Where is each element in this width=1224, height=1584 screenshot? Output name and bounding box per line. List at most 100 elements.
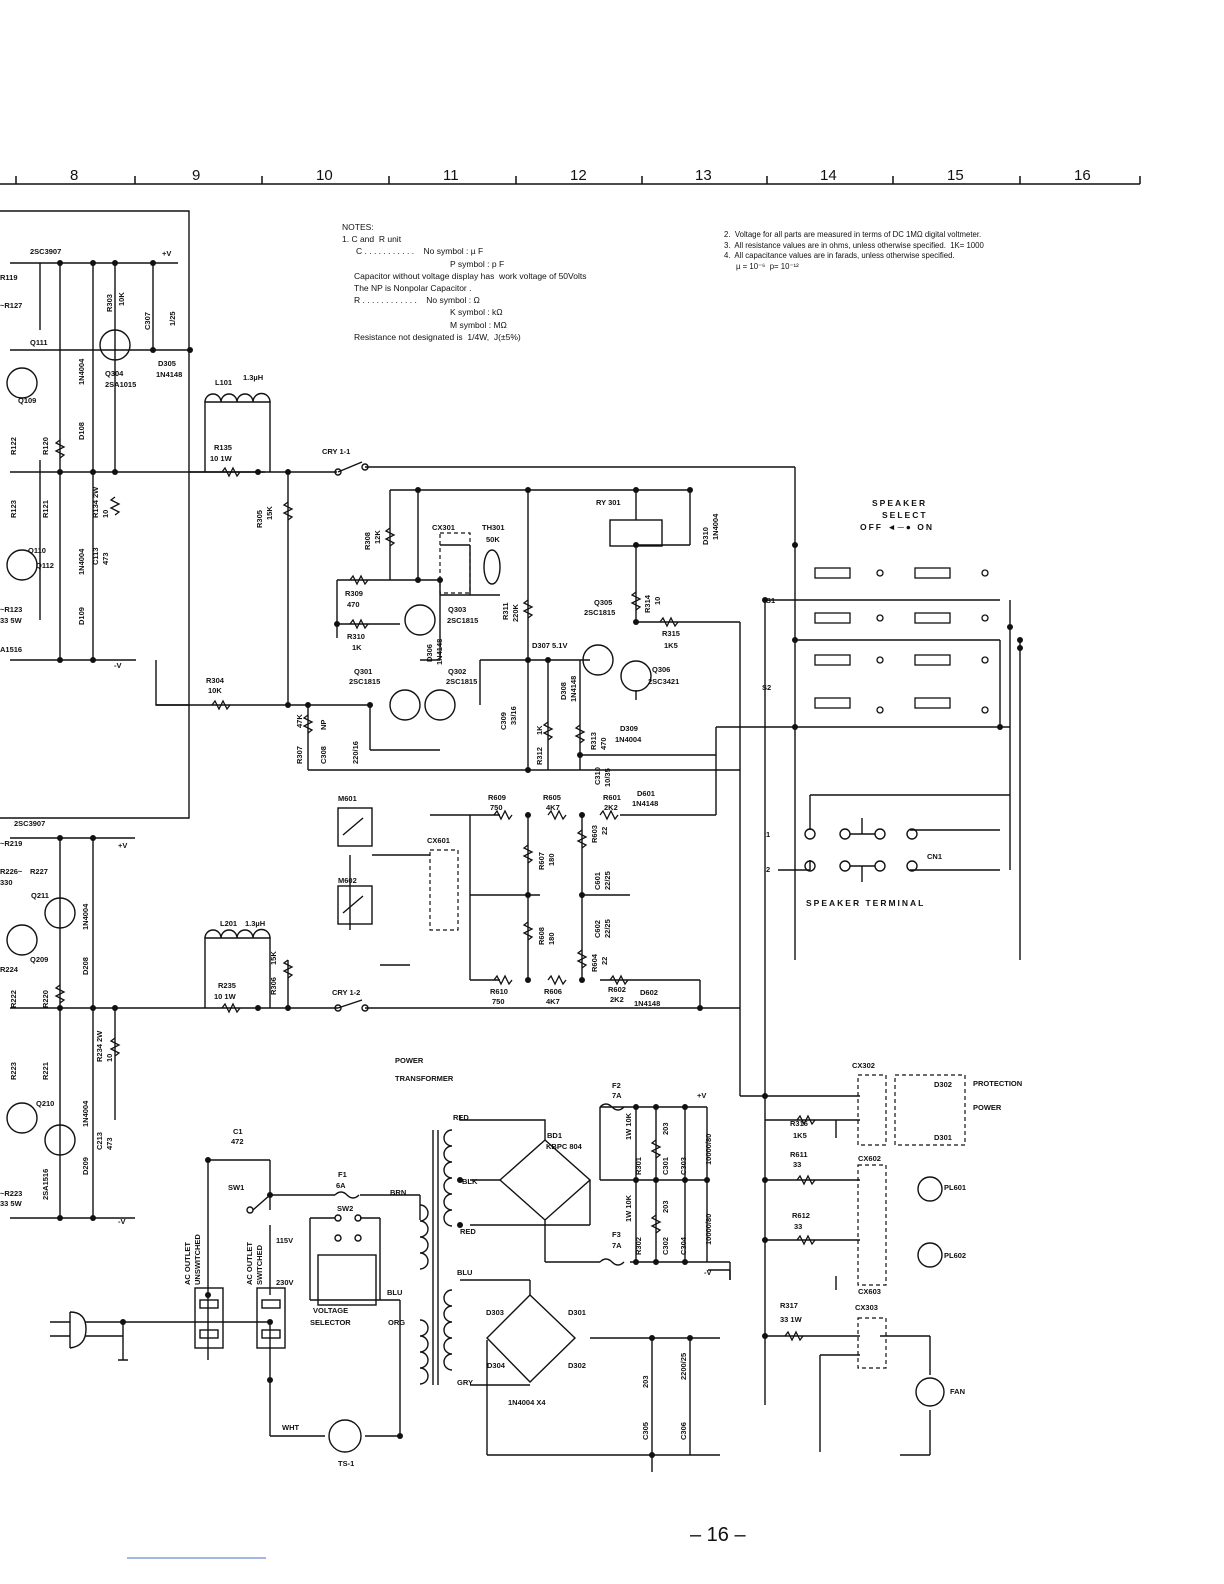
label-pl602: PL602 [944, 1251, 966, 1260]
label-c601: C601 [593, 872, 602, 890]
label-r123: ~R123 [0, 605, 22, 614]
label-ac-unsw2: UNSWITCHED [193, 1234, 202, 1285]
power-transformer [419, 1129, 453, 1385]
label-c1: C1 [233, 1127, 243, 1136]
ac-outlets [50, 1254, 377, 1453]
label-d308v: 1N4148 [569, 676, 578, 702]
label-r604: R604 [590, 953, 599, 972]
label-r234: R234 2W [95, 1030, 104, 1062]
label-d301: D301 [568, 1308, 586, 1317]
label-r220: R220 [41, 990, 50, 1008]
label-vplus: +V [162, 249, 171, 258]
switches [246, 461, 625, 1266]
label-c306v: 2200/25 [679, 1353, 688, 1380]
label-r122: R122 [9, 437, 18, 455]
label-c305: C305 [641, 1422, 650, 1440]
column-number: 14 [820, 167, 837, 184]
label-d310v: 1N4004 [711, 513, 720, 540]
label-d601v: 1N4148 [632, 799, 658, 808]
note-line: R . . . . . . . . . . . . No symbol : Ω [354, 295, 480, 306]
label-r311v: 220K [511, 603, 520, 622]
label-d302-led: D302 [934, 1080, 952, 1089]
label-blu2: BLU [457, 1268, 472, 1277]
bridge-rectifier-bd1 [486, 1139, 592, 1383]
label-red2: RED [460, 1227, 476, 1236]
label-r309: R309 [345, 589, 363, 598]
label-d305: D305 [158, 359, 176, 368]
label-r602v: 2K2 [610, 995, 624, 1004]
label-r606v: 4K7 [546, 997, 560, 1006]
page-number: – 16 – [690, 1524, 746, 1546]
label-r610: R610 [490, 987, 508, 996]
label-1n4004x4: 1N4004 X4 [508, 1398, 546, 1407]
label-v230: 230V [276, 1278, 294, 1287]
label-q304t: 2SA1015 [105, 380, 136, 389]
label-d109v: 1N4004 [77, 548, 86, 575]
label-r219: ~R219 [0, 839, 22, 848]
inductors [204, 392, 271, 939]
note-line: C . . . . . . . . . . . No symbol : µ F [356, 246, 484, 257]
label-c113v: 473 [101, 552, 110, 565]
label-fan: FAN [950, 1387, 965, 1396]
label-r314: R314 [643, 594, 652, 613]
label-c601v: 22/25 [603, 871, 612, 890]
label-r235v: 10 1W [214, 992, 237, 1001]
label-cx303: CX303 [855, 1303, 878, 1312]
note-line: 1. C and R unit [342, 234, 402, 245]
label-r605v: 4K7 [546, 803, 560, 812]
notes-left: NOTES: 1. C and R unit C . . . . . . . .… [342, 221, 586, 343]
label-c307v: 1/25 [168, 311, 177, 326]
label-r607v: 180 [547, 853, 556, 866]
label-c602v: 22/25 [603, 919, 612, 938]
label-l201v: 1.3µH [245, 919, 265, 928]
label-c306: C306 [679, 1422, 688, 1440]
label-sw1: SW1 [228, 1183, 244, 1192]
label-c203a: 203 [661, 1122, 670, 1135]
label-sw33: 33 5W [0, 616, 23, 625]
label-r603v: 22 [600, 827, 609, 835]
note-line: K symbol : kΩ [450, 307, 503, 318]
label-vplus3: +V [697, 1091, 706, 1100]
label-th301: TH301 [482, 523, 505, 532]
transistors [6, 329, 652, 1156]
label-cx603: CX603 [858, 1287, 881, 1296]
fan-motor [915, 1176, 945, 1407]
label-q302: Q302 [448, 667, 466, 676]
label-l101: L101 [215, 378, 232, 387]
speaker-terminals [804, 818, 918, 882]
label-l201: L201 [220, 919, 237, 928]
connector-cx301 [429, 532, 966, 1369]
label-r305v: 15K [265, 506, 274, 520]
label-vminus2: -V [118, 1217, 126, 1226]
note-line: 3. All resistance values are in ohms, un… [724, 240, 984, 250]
label-vplus2: +V [118, 841, 127, 850]
label-r305: R305 [255, 510, 264, 528]
label-volt-sel2: SELECTOR [310, 1318, 351, 1327]
label-f1v: 6A [336, 1181, 346, 1190]
label-q301: Q301 [354, 667, 372, 676]
column-number: 10 [316, 167, 333, 184]
label-sw33b: 33 5W [0, 1199, 23, 1208]
label-r612: R612 [792, 1211, 810, 1220]
column-ruler [0, 176, 1141, 185]
label-d301-led: D301 [934, 1133, 952, 1142]
label-d307: D307 5.1V [532, 641, 567, 650]
label-c213: C213 [95, 1132, 104, 1150]
label-c203b: 203 [661, 1200, 670, 1213]
label-c308: C308 [319, 746, 328, 764]
note-line: M symbol : MΩ [450, 319, 507, 330]
label-blk: BLK [462, 1177, 478, 1186]
label-power-led: POWER [973, 1103, 1002, 1112]
label-d306: D306 [425, 644, 434, 662]
label-q301t: 2SC1815 [349, 677, 380, 686]
resistors [55, 439, 816, 1341]
label-q302t: 2SC1815 [446, 677, 477, 686]
label-d602v: 1N4148 [634, 999, 660, 1008]
label-c602: C602 [593, 920, 602, 938]
label-r313: R313 [589, 732, 598, 750]
label-term1: 1 [766, 830, 770, 839]
label-r609: R609 [488, 793, 506, 802]
column-number: 13 [695, 167, 712, 184]
label-q306: Q306 [652, 665, 670, 674]
label-vminus3: -V [704, 1268, 712, 1277]
